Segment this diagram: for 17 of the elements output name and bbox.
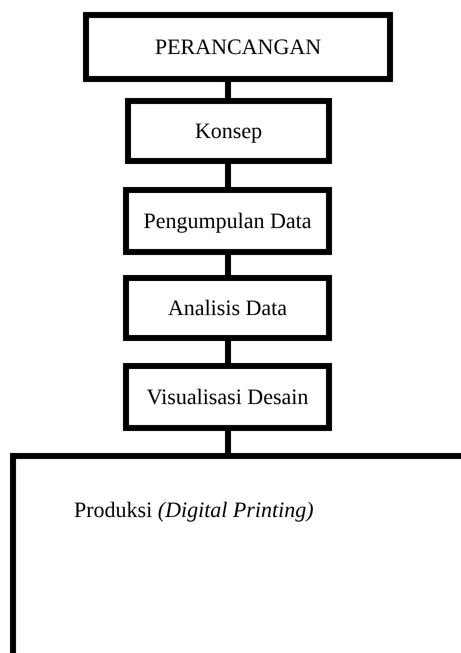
open-process-frame <box>10 453 461 653</box>
process-box <box>123 363 332 431</box>
step-label: Pengumpulan Data <box>143 208 312 234</box>
process-box <box>125 98 332 164</box>
connector-line <box>225 431 231 453</box>
step-label: Analisis Data <box>168 295 288 321</box>
step-label: Visualisasi Desain <box>146 384 308 410</box>
connector-line <box>225 164 231 187</box>
step-label: PERANCANGAN <box>154 34 322 60</box>
process-box <box>123 275 332 341</box>
connector-line <box>225 341 231 363</box>
step-label: Produksi (Digital Printing) <box>74 497 314 523</box>
connector-line <box>225 82 231 98</box>
process-box <box>83 12 393 82</box>
connector-line <box>225 255 231 275</box>
step-label: Konsep <box>194 118 262 144</box>
process-box <box>123 187 332 255</box>
